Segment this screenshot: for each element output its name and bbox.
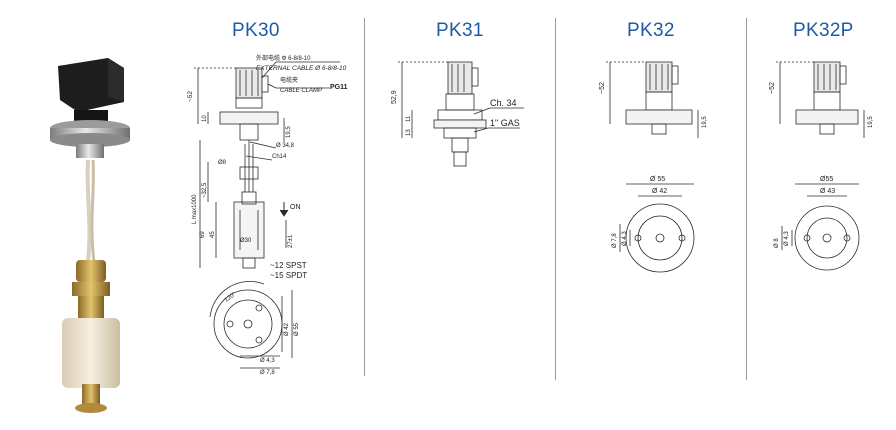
pk30-dim-195: 19,5 <box>286 126 292 138</box>
pk30-dim-27: 27±1 <box>288 234 294 248</box>
product-photo <box>50 58 130 413</box>
pk32-dim-42: Ø 42 <box>652 188 667 195</box>
divider-3 <box>746 18 747 380</box>
pk32-dim-52: ~52 <box>599 82 606 94</box>
pk32p-dim-195: 19,5 <box>868 116 874 128</box>
pk30-dim-55: Ø 55 <box>294 322 300 336</box>
pk30-dim-lmax: L max1000 <box>192 194 198 224</box>
pk32p-dim-43s: Ø 4,3 <box>784 231 790 246</box>
pk31-drawing: 52,9 Ch. 34 11 13 1" GAS <box>391 61 524 167</box>
pk32-dim-43: Ø 4,3 <box>622 231 628 246</box>
pk32p-drawing: ~52 19,5 Ø55 Ø 43 Ø 8 Ø 4,3 <box>769 61 874 271</box>
pk30-dim-348: Ø 34,8 <box>276 143 295 149</box>
pk32p-dim-52: ~52 <box>769 82 776 94</box>
pk30-spst: ~12 SPST <box>270 261 307 270</box>
pk30-angle: 120° <box>224 291 238 303</box>
pk30-dim-325: ~32,5 <box>202 182 208 198</box>
pk31-dim-529: 52,9 <box>391 90 398 104</box>
pk30-on-label: ON <box>290 204 301 211</box>
pk32-dim-78: Ø 7,8 <box>612 233 618 248</box>
pk30-dim-42: Ø 42 <box>284 322 290 336</box>
pk30-dim-78: Ø 7,8 <box>260 370 275 376</box>
pk32-drawing: ~52 19,5 Ø 55 Ø 42 Ø 7,8 Ø 4,3 <box>599 61 708 273</box>
pk30-dim-ch14: Ch14 <box>272 154 287 160</box>
pk31-ch34: Ch. 34 <box>490 98 517 108</box>
title-pk32p: PK32P <box>793 20 854 41</box>
pk30-cable-en: EXTERNAL CABLE Ø 6-8/8-10 <box>256 65 347 72</box>
divider-2 <box>555 18 556 380</box>
pk30-dim-45: 45 <box>210 231 216 238</box>
divider-1 <box>364 18 365 376</box>
pk30-clamp-code: PG11 <box>330 84 348 91</box>
pk31-dim-13: 13 <box>406 129 412 136</box>
pk30-dim-43: Ø 4,3 <box>260 358 275 364</box>
pk31-gas: 1" GAS <box>490 118 520 128</box>
pk30-dim-52: ~52 <box>187 91 194 102</box>
pk30-clamp-cn: 电缆夹 <box>280 76 298 84</box>
title-pk32: PK32 <box>627 20 675 41</box>
pk30-drawing: 外部电缆 Φ 6-8/8-10 EXTERNAL CABLE Ø 6-8/8-1… <box>187 54 348 376</box>
pk30-dim-30: Ø30 <box>240 238 252 244</box>
pk32-dim-55: Ø 55 <box>650 176 665 183</box>
pk32p-dim-8: Ø 8 <box>774 238 780 248</box>
pk31-dim-11: 11 <box>406 115 412 122</box>
pk32p-dim-43: Ø 43 <box>820 188 835 195</box>
pk30-dim-10: 10 <box>202 115 208 122</box>
pk30-cable-cn: 外部电缆 Φ 6-8/8-10 <box>256 54 311 62</box>
pk30-dim-8: Ø8 <box>218 160 227 166</box>
pk32-dim-195: 19,5 <box>702 116 708 128</box>
pk30-spdt: ~15 SPDT <box>270 271 307 280</box>
title-pk31: PK31 <box>436 20 484 41</box>
pk30-clamp-en: CABLE CLAMP <box>280 88 322 94</box>
pk30-dim-69: 69 <box>200 231 206 238</box>
title-pk30: PK30 <box>232 20 280 41</box>
pk32p-dim-55: Ø55 <box>820 176 833 183</box>
